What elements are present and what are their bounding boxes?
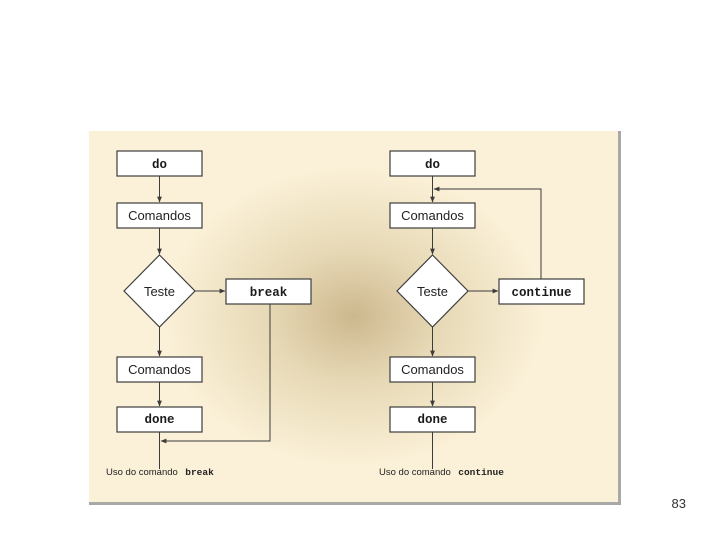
- left-test-diamond: Teste: [123, 254, 196, 328]
- left-commands-box-1: Comandos: [116, 202, 203, 229]
- right-continue-label: continue: [511, 286, 571, 300]
- left-break-exit-arrow: [160, 304, 271, 444]
- right-test-label: Teste: [417, 284, 448, 299]
- left-commands-box-2: Comandos: [116, 356, 203, 383]
- right-commands-label-2: Comandos: [401, 362, 464, 377]
- left-caption: Uso do comando break: [106, 462, 214, 479]
- right-test-diamond: Teste: [396, 254, 469, 328]
- right-caption: Uso do comando continue: [379, 462, 504, 479]
- left-test-label: Teste: [144, 284, 175, 299]
- right-continue-box: continue: [498, 278, 585, 305]
- right-flow: do Comandos Teste continue Comandos: [379, 150, 585, 479]
- left-flow: do Comandos Teste break Comandos: [106, 150, 312, 479]
- right-commands-box-1: Comandos: [389, 202, 476, 229]
- right-do-box: do: [389, 150, 476, 177]
- right-do-label: do: [425, 158, 440, 172]
- left-commands-label-1: Comandos: [128, 208, 191, 223]
- right-commands-box-2: Comandos: [389, 356, 476, 383]
- left-break-label: break: [250, 286, 288, 300]
- left-break-box: break: [225, 278, 312, 305]
- left-done-box: done: [116, 406, 203, 433]
- left-done-label: done: [144, 413, 174, 427]
- right-done-box: done: [389, 406, 476, 433]
- left-do-box: do: [116, 150, 203, 177]
- page-number: 83: [671, 496, 686, 511]
- left-commands-label-2: Comandos: [128, 362, 191, 377]
- left-do-label: do: [152, 158, 167, 172]
- right-commands-label-1: Comandos: [401, 208, 464, 223]
- flowchart-diagram: do Comandos Teste break Comandos: [106, 150, 585, 479]
- right-done-label: done: [417, 413, 447, 427]
- right-continue-loop-arrow: [433, 186, 542, 279]
- flowchart-figure: do Comandos Teste break Comandos: [89, 131, 621, 505]
